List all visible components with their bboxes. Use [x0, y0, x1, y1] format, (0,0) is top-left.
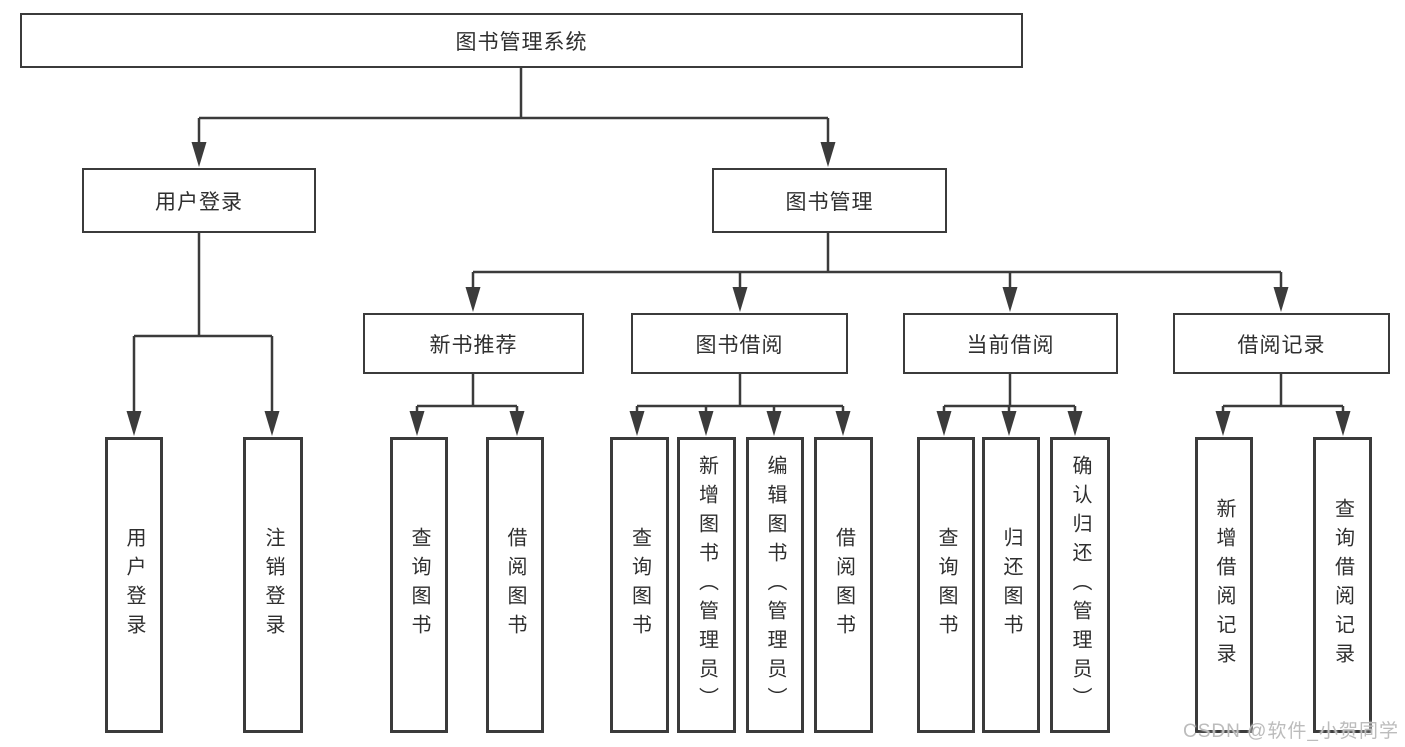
node-user-login: 用户登录: [82, 168, 316, 233]
node-book-management: 图书管理: [712, 168, 947, 233]
leaf-confirm-return-admin: 确认归还（管理员）: [1050, 437, 1110, 733]
leaf-query-books-1: 查询图书: [390, 437, 448, 733]
leaf-add-borrow-record: 新增借阅记录: [1195, 437, 1253, 733]
node-borrow-records: 借阅记录: [1173, 313, 1390, 374]
node-book-borrow: 图书借阅: [631, 313, 848, 374]
leaf-add-books-admin: 新增图书（管理员）: [677, 437, 736, 733]
node-root: 图书管理系统: [20, 13, 1023, 68]
leaf-borrow-books-1: 借阅图书: [486, 437, 544, 733]
leaf-logout: 注销登录: [243, 437, 303, 733]
leaf-borrow-books-2: 借阅图书: [814, 437, 873, 733]
csdn-watermark: CSDN @软件_小贺同学: [1183, 721, 1399, 742]
leaf-return-books: 归还图书: [982, 437, 1040, 733]
leaf-edit-books-admin: 编辑图书（管理员）: [746, 437, 804, 733]
arrowheads: [126, 142, 1351, 436]
node-new-book-recommend: 新书推荐: [363, 313, 584, 374]
leaf-query-borrow-record: 查询借阅记录: [1313, 437, 1372, 733]
leaf-query-books-2: 查询图书: [610, 437, 669, 733]
node-current-borrow: 当前借阅: [903, 313, 1118, 374]
leaf-query-books-3: 查询图书: [917, 437, 975, 733]
leaf-user-login: 用户登录: [105, 437, 163, 733]
connector-shafts: [132, 67, 1345, 424]
